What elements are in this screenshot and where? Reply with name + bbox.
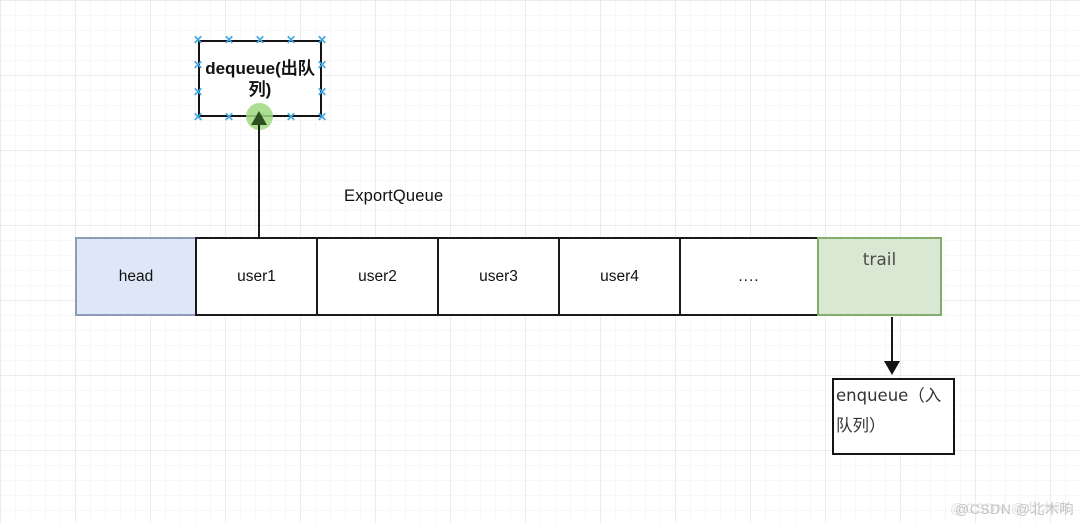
queue-cell-head[interactable]: head bbox=[75, 237, 197, 316]
queue-cell-label: user2 bbox=[358, 267, 397, 285]
queue-cell-label: user4 bbox=[600, 267, 639, 285]
enqueue-node[interactable]: enqueue（入队列） bbox=[832, 378, 955, 455]
queue-cell-label: trail bbox=[862, 250, 897, 270]
dequeue-node-label: dequeue(出队列) bbox=[205, 58, 315, 99]
selection-handle-icon[interactable]: ✕ bbox=[285, 33, 297, 47]
queue-cell-label: user1 bbox=[237, 267, 276, 285]
dequeue-edge-line[interactable] bbox=[258, 125, 260, 237]
queue-cell-trail[interactable]: trail bbox=[817, 237, 942, 316]
selection-handle-icon[interactable]: ✕ bbox=[223, 110, 235, 124]
enqueue-edge-arrowhead-icon bbox=[884, 361, 900, 375]
enqueue-node-label: enqueue（入队列） bbox=[836, 386, 942, 435]
enqueue-edge-line[interactable] bbox=[891, 317, 893, 361]
selection-handle-icon[interactable]: ✕ bbox=[254, 33, 266, 47]
selection-handle-icon[interactable]: ✕ bbox=[192, 84, 204, 99]
export-queue-label[interactable]: ExportQueue bbox=[344, 187, 444, 205]
selection-handle-icon[interactable]: ✕ bbox=[192, 110, 204, 124]
queue-cell-label: head bbox=[118, 267, 154, 285]
selection-handle-icon[interactable]: ✕ bbox=[316, 110, 328, 124]
queue-row: head user1 user2 user3 user4.... trail bbox=[75, 237, 942, 316]
queue-cell-label: .... bbox=[738, 267, 760, 285]
dequeue-edge-arrowhead-icon bbox=[251, 111, 267, 125]
selection-handle-icon[interactable]: ✕ bbox=[223, 33, 235, 47]
selection-handle-icon[interactable]: ✕ bbox=[316, 58, 328, 73]
selection-handle-icon[interactable]: ✕ bbox=[285, 110, 297, 124]
queue-cell-user4[interactable]: user4 bbox=[558, 237, 681, 316]
queue-cell-dots[interactable]: .... bbox=[679, 237, 819, 316]
watermark-text: @CSDN @北木响 bbox=[955, 501, 1074, 517]
selection-handle-icon[interactable]: ✕ bbox=[192, 58, 204, 73]
queue-cell-user1[interactable]: user1 bbox=[195, 237, 318, 316]
selection-handle-icon[interactable]: ✕ bbox=[192, 33, 204, 47]
queue-cell-user3[interactable]: user3 bbox=[437, 237, 560, 316]
selection-handle-icon[interactable]: ✕ bbox=[316, 33, 328, 47]
queue-cell-user2[interactable]: user2 bbox=[316, 237, 439, 316]
queue-cell-label: user3 bbox=[479, 267, 518, 285]
selection-handle-icon[interactable]: ✕ bbox=[316, 84, 328, 99]
